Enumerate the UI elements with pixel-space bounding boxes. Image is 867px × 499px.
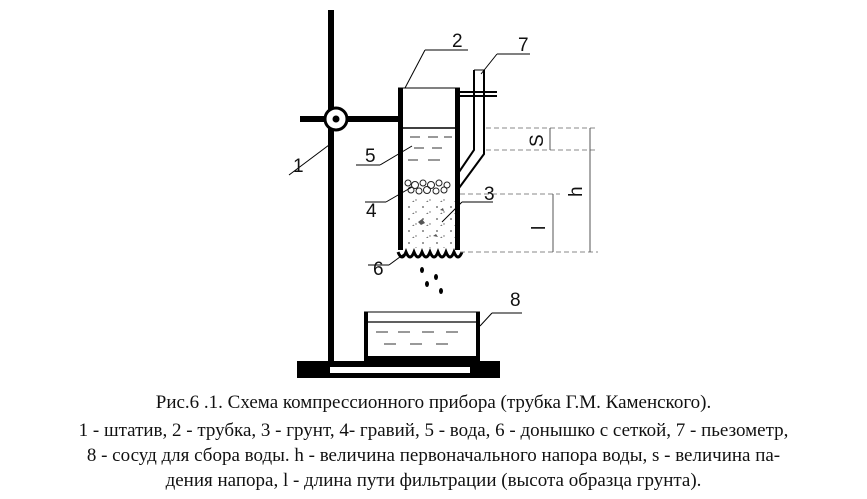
tube [396,87,464,294]
label-h: h [566,186,587,197]
tube-wall-right [455,88,460,250]
caption-line-4: дения напора, l - длина пути фильтрации … [165,470,702,491]
water-drops [420,267,443,294]
label-tube: 2 [452,31,463,52]
collecting-vessel [364,311,480,362]
label-soil: 3 [484,184,495,205]
stand [297,10,500,378]
caption-line-3: 8 - сосуд для сбора воды. h - величина п… [86,445,781,466]
mesh-bottom [396,247,464,259]
label-bottom: 6 [373,259,384,280]
label-s: S [527,134,548,147]
water-region [403,128,456,178]
soil-sample [403,196,456,248]
piezometer [458,69,497,189]
label-vessel: 8 [510,290,521,311]
label-stand: 1 [293,156,304,177]
stand-clamp-center [332,115,340,123]
label-gravel: 4 [366,201,377,222]
soil-grain [418,208,444,237]
stand-base-slot [330,367,470,373]
water-dashes [408,136,452,161]
dimension-lines [460,127,598,253]
kamensky-tube-diagram: 1 2 7 5 4 3 6 8 S h l [288,10,598,378]
leader-lines [288,49,530,327]
label-l: l [529,226,550,230]
stand-arm [300,116,402,122]
stand-rod [328,10,334,362]
label-water: 5 [365,146,376,167]
gravel-layer [404,179,451,195]
caption-line-1: Рис.6 .1. Схема компрессионного прибора … [155,392,712,413]
label-piezometer: 7 [518,35,529,56]
tube-wall-left [398,88,403,250]
caption-line-2: 1 - штатив, 2 - трубка, 3 - грунт, 4- гр… [78,420,789,441]
